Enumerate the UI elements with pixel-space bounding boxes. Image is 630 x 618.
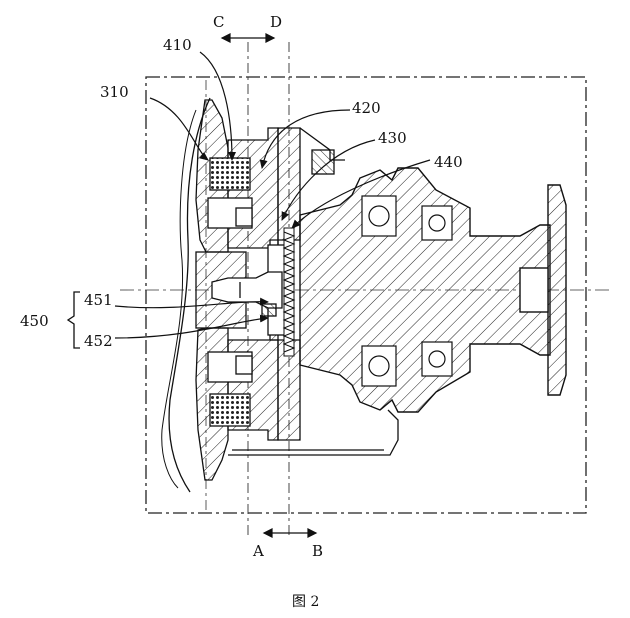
label-430: 430 bbox=[378, 129, 407, 147]
label-c: C bbox=[213, 13, 224, 31]
break-line-2 bbox=[161, 109, 197, 489]
label-b: B bbox=[312, 542, 323, 560]
label-410: 410 bbox=[163, 36, 192, 54]
break-line bbox=[168, 97, 211, 493]
label-310: 310 bbox=[100, 83, 129, 101]
label-a: A bbox=[252, 542, 264, 560]
label-452: 452 bbox=[84, 332, 113, 350]
section-arrows bbox=[220, 33, 318, 538]
label-440: 440 bbox=[434, 153, 463, 171]
label-450: 450 bbox=[20, 312, 49, 330]
bearing-lower bbox=[361, 341, 453, 387]
spring-pack bbox=[282, 227, 296, 357]
label-420: 420 bbox=[352, 99, 381, 117]
bearing-upper bbox=[361, 195, 453, 241]
leaders bbox=[114, 51, 431, 339]
label-451: 451 bbox=[84, 291, 113, 309]
figure-caption: 图 2 bbox=[292, 594, 319, 610]
stator-upper bbox=[207, 127, 279, 249]
boundary-frame bbox=[145, 76, 587, 514]
stator-lower bbox=[207, 339, 279, 441]
label-d: D bbox=[270, 13, 282, 31]
lower-housing-shell bbox=[228, 127, 399, 456]
brace-450 bbox=[66, 291, 80, 349]
